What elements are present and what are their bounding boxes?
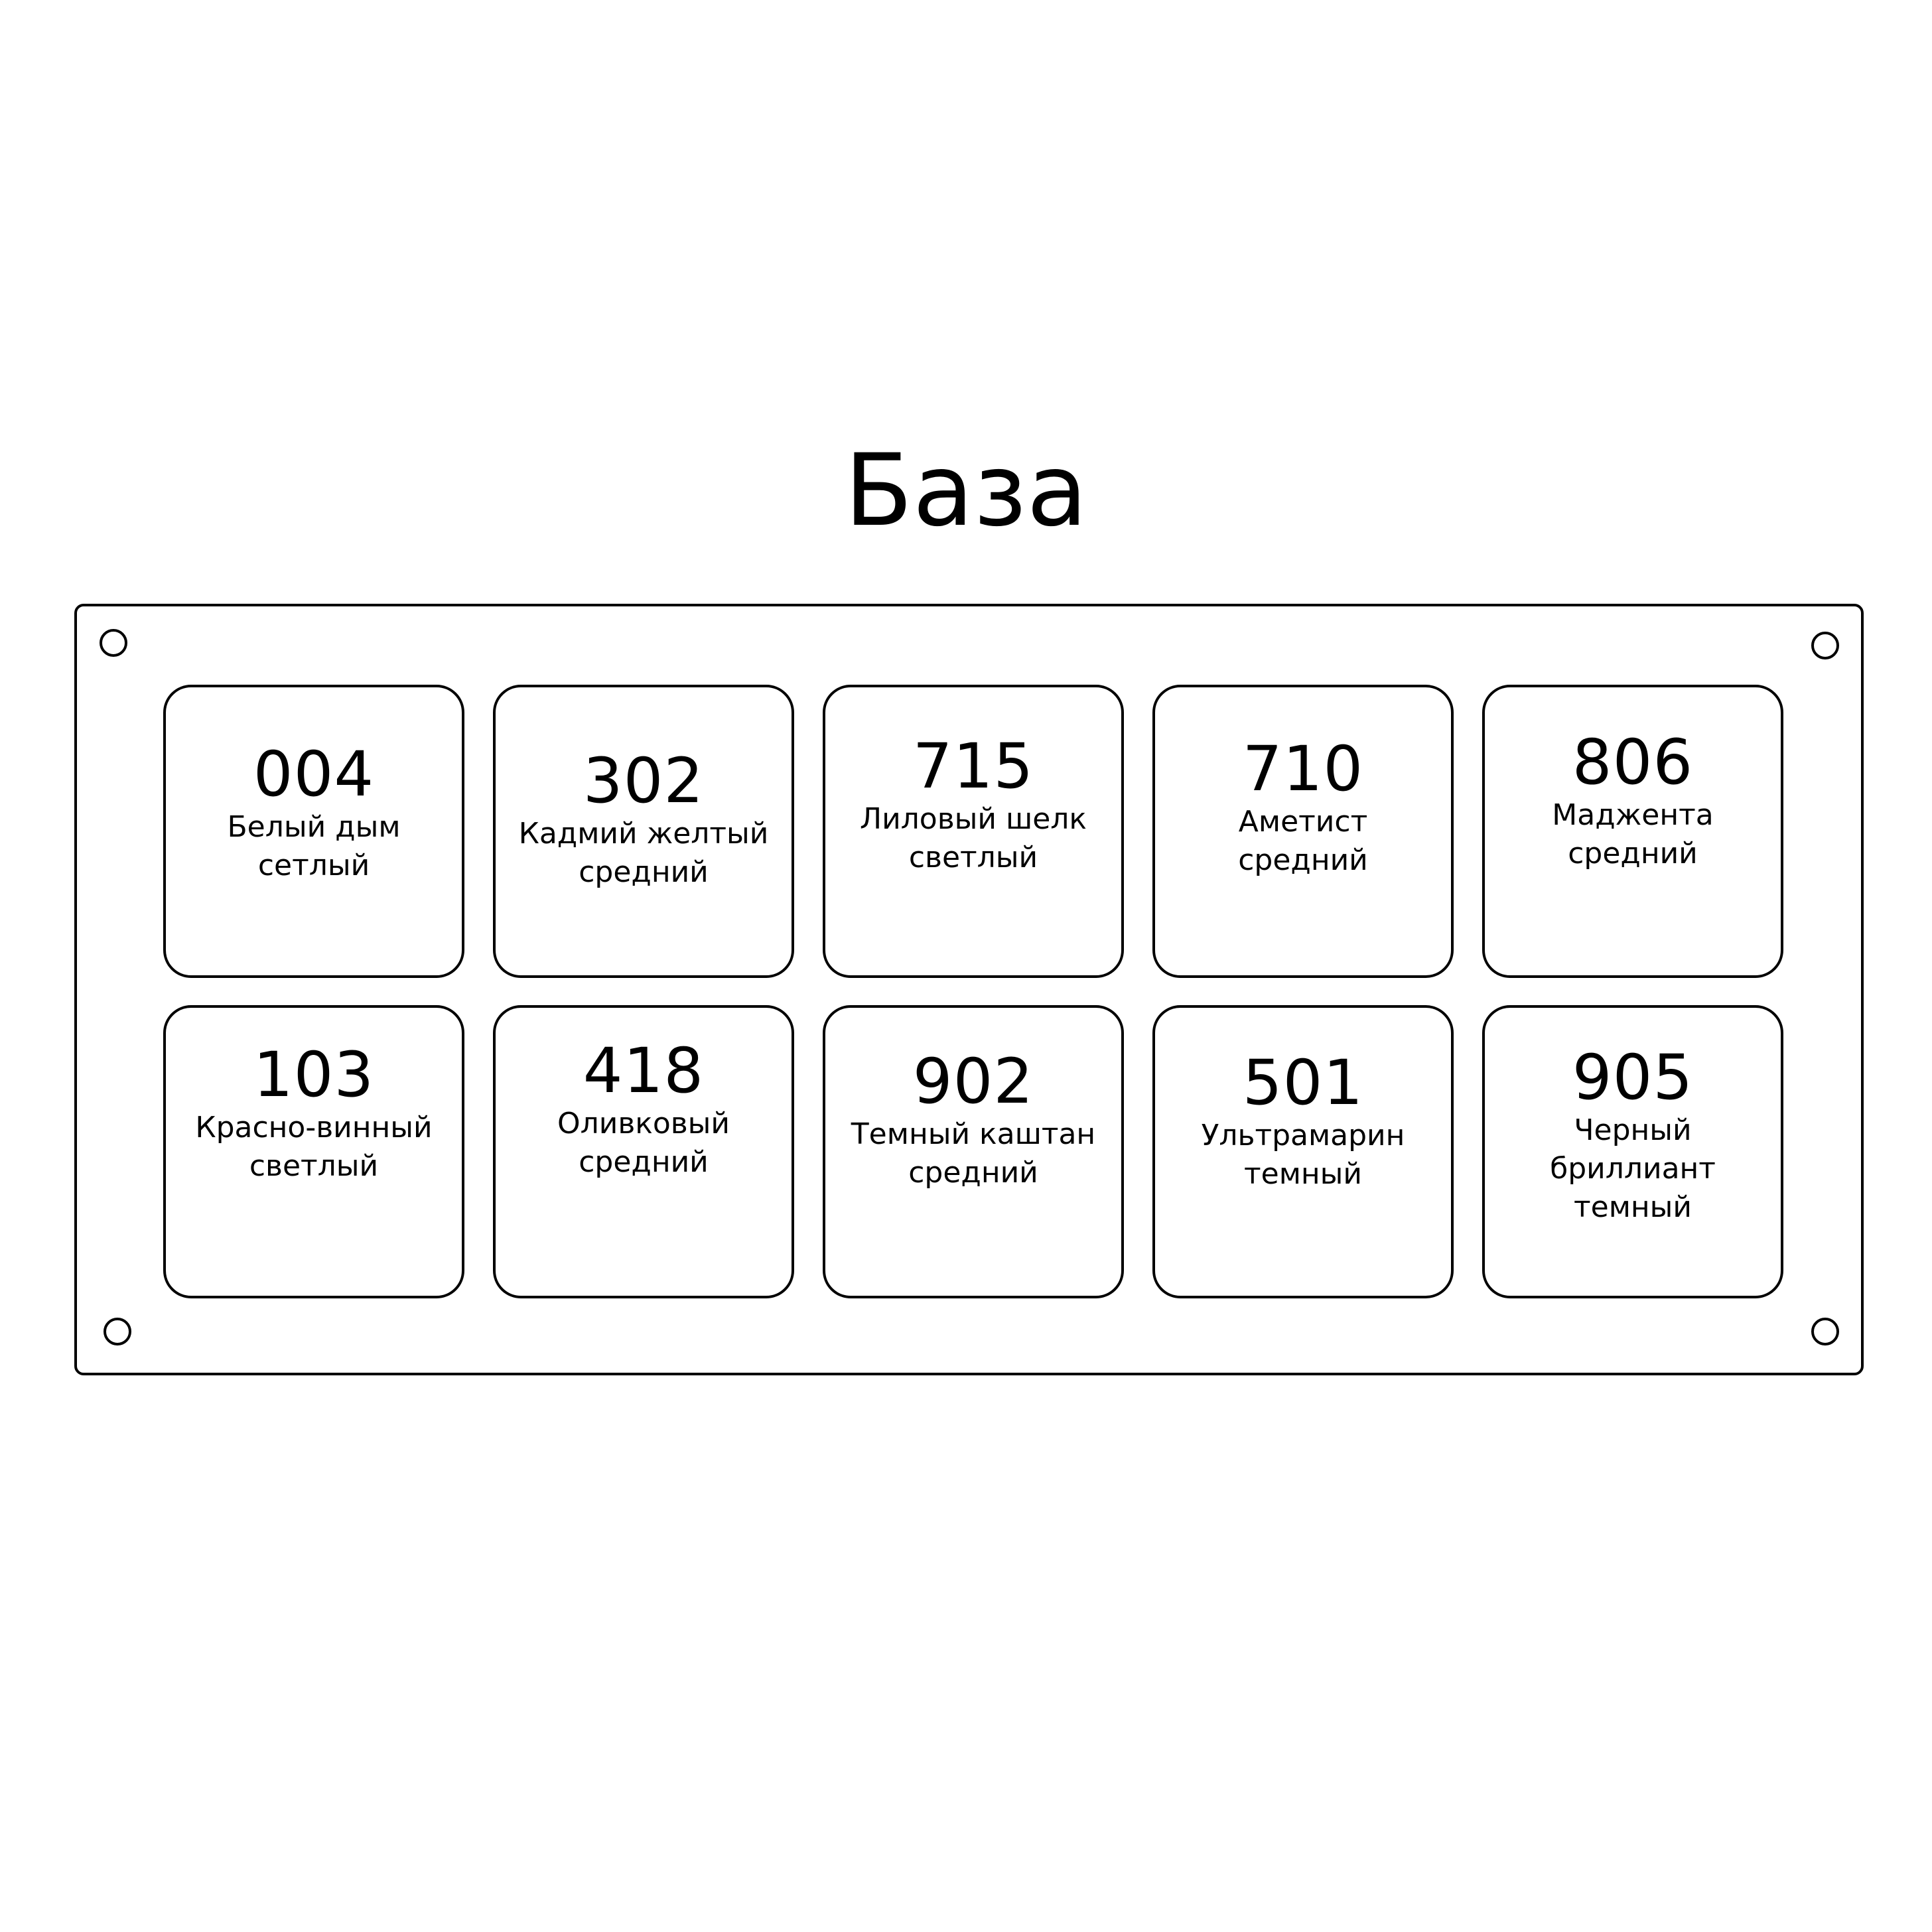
color-name: Ультрамарин темный [1201, 1119, 1405, 1191]
color-name: Оливковый средний [557, 1107, 730, 1179]
color-cell: 501 Ультрамарин темный [1152, 1005, 1454, 1298]
color-name: Маджента средний [1552, 798, 1714, 870]
color-cell: 418 Оливковый средний [493, 1005, 794, 1298]
color-cell: 710 Аметист средний [1152, 685, 1454, 978]
color-code: 902 [912, 1046, 1034, 1118]
mounting-hole-top-right [1811, 632, 1839, 659]
mounting-hole-top-left [100, 629, 127, 657]
mounting-hole-bottom-right [1811, 1318, 1839, 1346]
color-name: Красно-винный светлый [195, 1111, 433, 1183]
mounting-hole-bottom-left [104, 1318, 131, 1346]
color-name: Черный бриллиант темный [1550, 1113, 1716, 1224]
color-cell: 302 Кадмий желтый средний [493, 685, 794, 978]
color-code: 103 [253, 1039, 375, 1111]
color-code: 905 [1572, 1042, 1694, 1114]
color-code: 710 [1242, 733, 1364, 805]
color-cell: 806 Маджента средний [1482, 685, 1783, 978]
color-cell: 905 Черный бриллиант темный [1482, 1005, 1783, 1298]
page-title: База [844, 433, 1088, 549]
color-name: Аметист средний [1238, 805, 1368, 877]
color-name: Белый дым сетлый [227, 810, 401, 882]
color-code: 004 [253, 738, 375, 811]
color-cell: 004 Белый дым сетлый [163, 685, 464, 978]
color-code: 418 [583, 1035, 705, 1107]
palette-board: 004 Белый дым сетлый 302 Кадмий желтый с… [74, 604, 1864, 1375]
color-code: 501 [1242, 1047, 1364, 1119]
color-cell: 902 Темный каштан средний [823, 1005, 1124, 1298]
color-cell: 715 Лиловый шелк светлый [823, 685, 1124, 978]
color-name: Темный каштан средний [851, 1117, 1096, 1190]
color-code: 806 [1572, 726, 1694, 799]
color-code: 715 [912, 730, 1034, 803]
color-name: Кадмий желтый средний [518, 817, 769, 889]
color-cell: 103 Красно-винный светлый [163, 1005, 464, 1298]
color-code: 302 [583, 745, 705, 817]
color-name: Лиловый шелк светлый [859, 802, 1087, 874]
